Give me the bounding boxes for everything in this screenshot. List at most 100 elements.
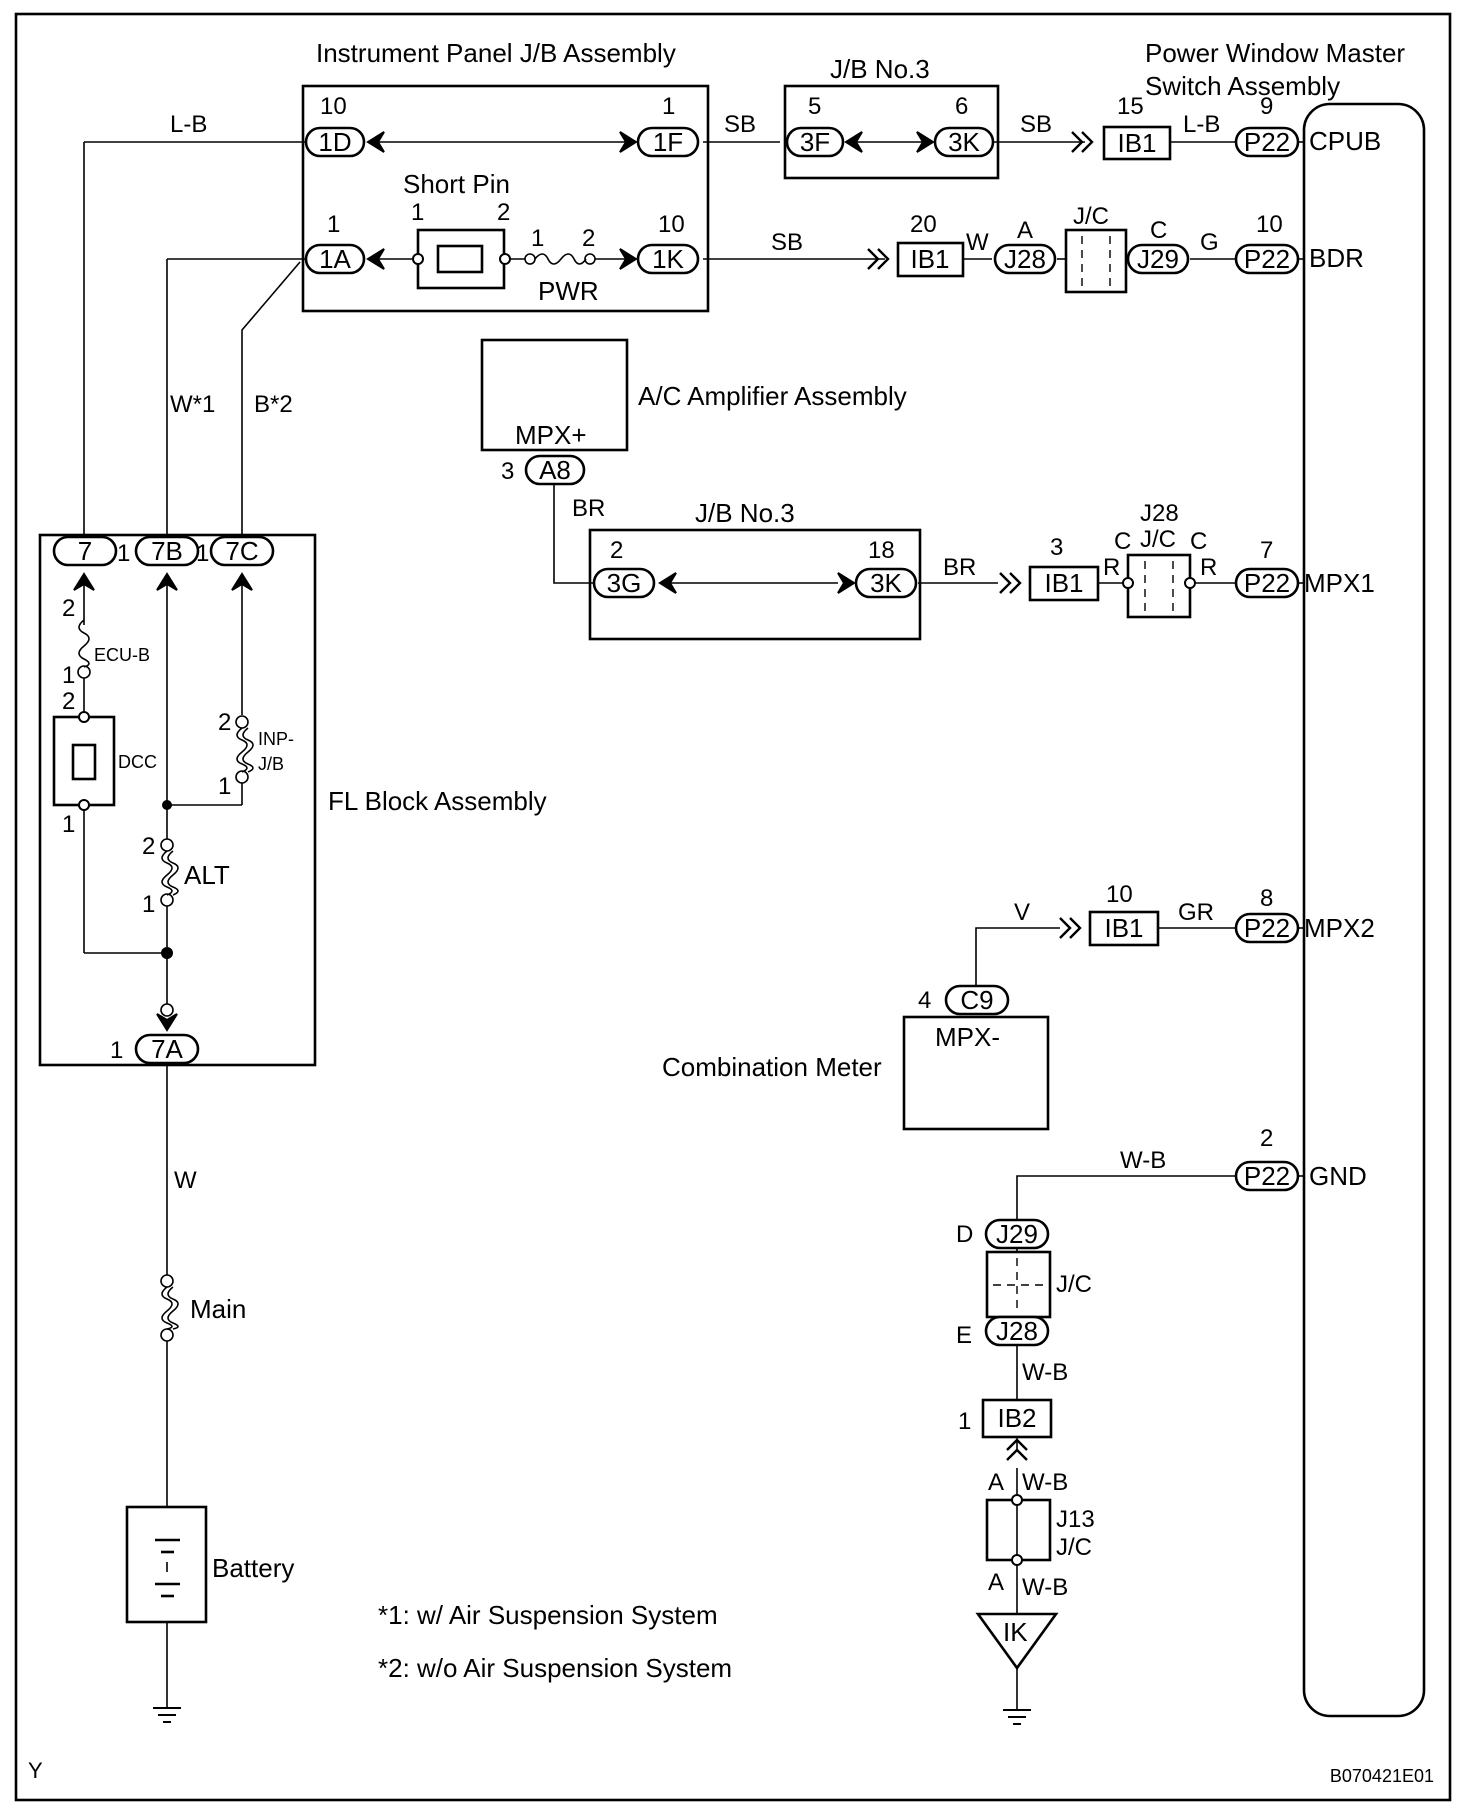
terminal-cpub: CPUB xyxy=(1309,126,1381,156)
pin-alt-1: 1 xyxy=(142,891,155,918)
short-pin-label: Short Pin xyxy=(403,169,510,199)
pin-inp-2: 2 xyxy=(218,709,231,736)
pin-pwr-2: 2 xyxy=(582,225,595,252)
jb-no3-top-box xyxy=(783,84,1000,180)
pin-j28-c1: C xyxy=(1114,528,1131,555)
connector-p22-mpx2: P22 xyxy=(1244,913,1290,943)
battery-symbol xyxy=(155,1538,180,1598)
connector-7a: 7A xyxy=(151,1034,183,1064)
rect-connectors: IB1 IB1 IB1 IB1 IB2 xyxy=(896,125,1172,1439)
fl-block-label: FL Block Assembly xyxy=(328,786,547,816)
dcc-label: DCC xyxy=(118,752,157,772)
ecu-b-label: ECU-B xyxy=(94,645,150,665)
battery-box xyxy=(125,1505,208,1624)
pin-7: 1 xyxy=(117,540,130,567)
connector-c9: C9 xyxy=(960,985,993,1015)
connector-1d: 1D xyxy=(318,127,351,157)
ac-amplifier-box xyxy=(480,338,629,452)
wire-label-sb-3: SB xyxy=(771,229,803,256)
wire-wb-1 xyxy=(1016,1175,1236,1220)
pin-p22-mpx2: 8 xyxy=(1260,885,1273,912)
fuses xyxy=(77,253,596,1342)
wire-label-wb-2: W-B xyxy=(1022,1359,1068,1386)
corner-mark: Y xyxy=(28,1758,43,1783)
pin-j28-e: E xyxy=(956,1322,972,1349)
inp-jb-label-1: INP- xyxy=(258,729,294,749)
figure-code: B070421E01 xyxy=(1330,1766,1434,1786)
ac-amplifier-label: A/C Amplifier Assembly xyxy=(638,381,907,411)
wires xyxy=(83,141,1304,1710)
connector-p22-cpub: P22 xyxy=(1244,127,1290,157)
pin-c9: 4 xyxy=(918,987,931,1014)
pin-3k-top: 6 xyxy=(955,93,968,120)
pin-3k-mid: 18 xyxy=(868,537,895,564)
connector-j29-a: J29 xyxy=(1137,244,1179,274)
pin-j13-a2: A xyxy=(988,1569,1004,1596)
alt-label: ALT xyxy=(184,860,230,890)
connector-ib2: IB2 xyxy=(997,1403,1036,1433)
pin-3g: 2 xyxy=(610,537,623,564)
combination-meter-box xyxy=(902,1015,1050,1131)
connector-j28-a: J28 xyxy=(1004,244,1046,274)
pin-j29-d: D xyxy=(956,1221,973,1248)
boxes xyxy=(38,84,1426,1718)
connector-ib1-mpx2: IB1 xyxy=(1104,913,1143,943)
wire-label-br-2: BR xyxy=(943,554,976,581)
pin-dcc-2: 2 xyxy=(62,688,75,715)
diagram-frame xyxy=(14,12,1452,1802)
connector-a8: A8 xyxy=(539,455,571,485)
instrument-panel-jb-box xyxy=(301,84,710,313)
connector-3k-mid: 3K xyxy=(870,568,902,598)
pin-3f: 5 xyxy=(808,93,821,120)
connector-p22-mpx1: P22 xyxy=(1244,568,1290,598)
dcc-box xyxy=(52,715,116,807)
pin-j29-c: C xyxy=(1150,217,1167,244)
connector-1k: 1K xyxy=(652,244,684,274)
pin-p22-cpub: 9 xyxy=(1260,93,1273,120)
wire-label-br-1: BR xyxy=(572,495,605,522)
pin-ib2: 1 xyxy=(958,1408,971,1435)
wire-label-sb-1: SB xyxy=(724,111,756,138)
connector-p22-bdr: P22 xyxy=(1244,244,1290,274)
pin-j28-a: A xyxy=(1017,217,1033,244)
jc-top-label: J/C xyxy=(1073,203,1109,230)
pin-1k: 10 xyxy=(658,211,685,238)
connector-ib1-bdr: IB1 xyxy=(910,244,949,274)
wire-label-w-star1: W*1 xyxy=(170,391,215,418)
wire-label-sb-2: SB xyxy=(1020,111,1052,138)
mpx-plus-label: MPX+ xyxy=(515,420,587,450)
connector-ib1-mpx1: IB1 xyxy=(1044,568,1083,598)
pin-1f: 1 xyxy=(662,93,675,120)
jc-mid xyxy=(1126,553,1192,619)
jc-j13 xyxy=(985,1498,1052,1562)
jc-mid-label: J/C xyxy=(1140,526,1176,553)
wire-label-r-2: R xyxy=(1200,554,1217,581)
ground-ik-triangle xyxy=(975,1612,1059,1671)
power-window-title-2: Switch Assembly xyxy=(1145,71,1340,101)
note-2: *2: w/o Air Suspension System xyxy=(378,1653,732,1683)
pin-1d: 10 xyxy=(320,93,347,120)
pin-7a: 1 xyxy=(110,1037,123,1064)
wire-label-wb-3: W-B xyxy=(1022,1469,1068,1496)
pin-p22-bdr: 10 xyxy=(1256,211,1283,238)
pin-ib1-mpx1: 3 xyxy=(1050,534,1063,561)
connector-1f: 1F xyxy=(653,127,683,157)
labels: Instrument Panel J/B Assembly J/B No.3 P… xyxy=(28,38,1434,1786)
wire-label-gr: GR xyxy=(1178,899,1214,926)
wire-br-1 xyxy=(553,485,594,584)
pin-a8: 3 xyxy=(501,458,514,485)
j13-label: J13 xyxy=(1056,1506,1095,1533)
connector-3g: 3G xyxy=(607,568,642,598)
pin-short-1: 1 xyxy=(411,199,424,226)
power-window-title-1: Power Window Master xyxy=(1145,38,1405,68)
terminal-gnd: GND xyxy=(1309,1161,1367,1191)
wire-label-lb-left: L-B xyxy=(170,111,207,138)
oval-connectors: 1D 1F 3F 3K P22 1A 1K J28 J29 P22 A8 3G … xyxy=(52,126,1300,1347)
pin-ib1-bdr: 20 xyxy=(910,211,937,238)
wire-v-1 xyxy=(975,927,1060,985)
pin-1a: 1 xyxy=(327,211,340,238)
terminal-mpx1: MPX1 xyxy=(1304,568,1375,598)
jb-no3-mid-box xyxy=(588,528,922,641)
pin-ecub-1: 1 xyxy=(62,662,75,689)
pin-dcc-1: 1 xyxy=(62,811,75,838)
